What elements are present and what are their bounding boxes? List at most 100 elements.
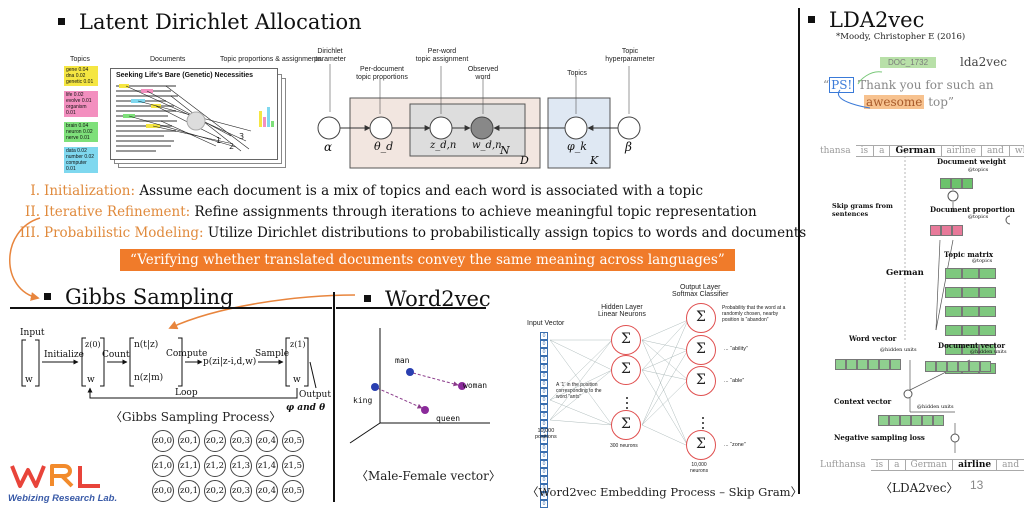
fig-topics-label: Topics — [70, 56, 90, 63]
gibbs-rule — [10, 307, 332, 309]
output-layer-label: Output Layer Softmax Classifier — [672, 284, 729, 298]
context-word: airline — [953, 459, 998, 471]
topic-word: number 0.02 — [66, 154, 95, 160]
theta-symbol: θ_d — [374, 140, 394, 153]
male-female-vector-figure — [349, 328, 490, 444]
vector-cell — [900, 415, 911, 426]
topic-matrix-cell — [979, 287, 996, 298]
male-female-caption: 〈Male-Female vector〉 — [356, 469, 501, 483]
zone-label: ... “zone” — [724, 442, 746, 448]
vector-cell — [911, 415, 922, 426]
orange-arrows — [9, 217, 356, 330]
theta-node — [369, 116, 393, 140]
able-label: ... “able” — [724, 378, 745, 384]
topic-word: neuron 0.02 — [66, 129, 93, 135]
input-vector-cell: 0 — [540, 460, 548, 468]
hidden-neuron-3: Σ — [611, 410, 641, 440]
input-vector-cell: 0 — [540, 332, 548, 340]
w2v-caption: 〈Word2vec Embedding Process – Skip Gram〉 — [527, 485, 803, 499]
quote-line-1: “PS! Thank you for such an — [823, 77, 994, 93]
lda-list: I.Initialization: Assume each document i… — [14, 183, 806, 246]
divider-lda2vec — [798, 8, 800, 494]
vector-cell — [941, 225, 952, 236]
gibbs-formula: p(zi|z-i,d,w) — [203, 357, 257, 367]
topic-matrix-row — [945, 283, 1001, 302]
logo-text: Webizing Research Lab. — [8, 493, 118, 504]
topic-matrix-cell — [962, 325, 979, 336]
topic-word: nerve 0.01 — [66, 135, 90, 141]
output-neuron-4: Σ — [686, 430, 716, 460]
topic-word: gene 0.04 — [66, 67, 89, 73]
vector-cell — [962, 178, 973, 189]
w-symbol: w_d,n — [472, 140, 502, 151]
vector-cell — [922, 415, 933, 426]
w-node — [470, 116, 494, 140]
context-word: German — [905, 459, 954, 471]
gibbs-ntz: n(t|z) — [134, 340, 159, 350]
z-circle: z0,3 — [230, 480, 252, 502]
document-page: Seeking Life's Bare (Genetic) Necessitie… — [110, 68, 278, 160]
vector-cell — [958, 361, 969, 372]
gibbs-title: Gibbs Sampling — [65, 285, 234, 309]
vector-cell — [889, 415, 900, 426]
output-neuron-1: Σ — [686, 303, 716, 333]
fig-props-label: Topic proportions & assignments — [220, 56, 322, 63]
bullet — [44, 293, 51, 300]
bullet — [808, 16, 815, 23]
input-vector-cell: 0 — [540, 500, 548, 508]
context-vector-label: Context vector — [834, 397, 892, 406]
vector-cell — [879, 359, 890, 370]
input-vector-cell: 0 — [540, 372, 548, 380]
topic-word: organism 0.01 — [66, 104, 87, 116]
topic-hyper-label: Topic hyperparameter — [605, 48, 655, 63]
input-vector-cell: 0 — [540, 356, 548, 364]
lda-item-3: III.Probabilistic Modeling: Utilize Diri… — [19, 225, 807, 241]
vector-cell — [925, 361, 936, 372]
context-word: German — [890, 145, 942, 157]
topic-matrix-label: Topic matrix — [944, 250, 994, 259]
topic-word: evolve 0.01 — [66, 98, 92, 104]
bullet — [364, 295, 371, 302]
doc-tag: DOC_1732 — [880, 57, 937, 68]
gibbs-process-diagram — [21, 337, 317, 399]
context-word: Lufthansa — [820, 460, 866, 470]
lda-item-1: I.Initialization: Assume each document i… — [30, 183, 704, 199]
input-vector-cell: 0 — [540, 476, 548, 484]
bullet — [58, 18, 65, 25]
topic-matrix-row — [945, 264, 1001, 283]
positions-label: 10,000 positions — [535, 428, 557, 440]
gibbs-nzm: n(z|m) — [134, 373, 164, 383]
input-vector-cell: 0 — [540, 452, 548, 460]
w2v-connections — [550, 320, 704, 447]
topic-word: life 0.02 — [66, 92, 84, 98]
queen-point — [421, 406, 429, 414]
topic-matrix-cell — [945, 268, 962, 279]
vector-cell — [930, 225, 941, 236]
gibbs-caption: 〈Gibbs Sampling Process〉 — [110, 410, 282, 424]
z-circle: z0,2 — [204, 430, 226, 452]
doc-vector — [925, 357, 991, 376]
topic-matrix-cell — [945, 306, 962, 317]
topic-matrix-cell — [979, 306, 996, 317]
gibbs-w2: w — [87, 375, 95, 385]
svg-text:2: 2 — [229, 142, 234, 151]
vector-cell — [951, 178, 962, 189]
wrl-logo-icon — [10, 464, 100, 488]
input-vector-cell: 0 — [540, 492, 548, 500]
skip-grams-label: Skip grams from sentences — [832, 202, 893, 218]
z-circle: z0,3 — [230, 430, 252, 452]
topic-matrix-cell — [979, 344, 996, 355]
topic-matrix-cell — [979, 268, 996, 279]
z-circle: z0,5 — [282, 480, 304, 502]
woman-label: woman — [463, 381, 488, 390]
context-word: thansa — [820, 146, 851, 156]
topic-matrix-cell — [945, 344, 962, 355]
input-vector-cell: 1 — [540, 404, 548, 412]
z-circle: z0,0 — [152, 430, 174, 452]
topic-matrix-cell — [962, 344, 979, 355]
man-label: man — [395, 356, 410, 365]
vector-cell — [969, 361, 980, 372]
hidden-units-label-2: @hidden units — [970, 349, 1007, 355]
